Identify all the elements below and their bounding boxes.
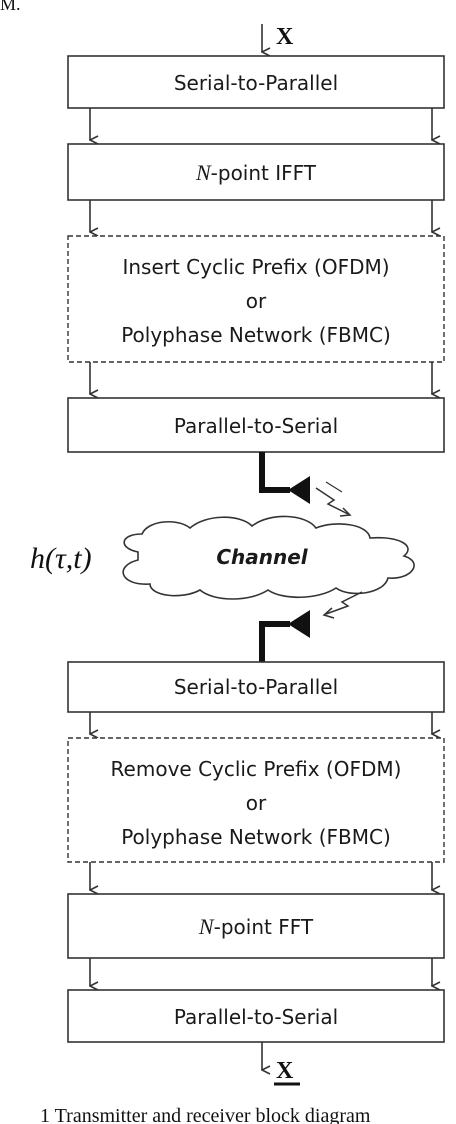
ifft-n-variable: N: [195, 160, 212, 185]
rx-parallel-arrows-2: [90, 862, 432, 890]
fft-block: N-point FFT: [67, 893, 445, 959]
ifft-label: -point IFFT: [211, 161, 317, 185]
fft-label: -point FFT: [214, 915, 314, 939]
insert-cp-line2: or: [246, 289, 267, 313]
caption-top-fragment: M.: [0, 0, 21, 14]
caption-bottom-fragment: 1 Transmitter and receiver block diagram: [40, 1105, 371, 1124]
channel-cloud-icon: [122, 515, 415, 600]
rx-serial-to-parallel-label: Serial-to-Parallel: [174, 675, 338, 699]
tx-parallel-arrows-1: [90, 108, 432, 140]
ifft-block: N-point IFFT: [67, 143, 445, 201]
tx-parallel-arrows-2: [90, 200, 432, 232]
tx-parallel-arrows-3: [90, 362, 432, 394]
rx-serial-to-parallel-block: Serial-to-Parallel: [67, 661, 445, 713]
insert-cyclic-prefix-block: Insert Cyclic Prefix (OFDM) or Polyphase…: [67, 235, 445, 363]
channel-label: Channel: [216, 545, 308, 569]
rx-parallel-to-serial-label: Parallel-to-Serial: [174, 1005, 338, 1029]
remove-cp-line1: Remove Cyclic Prefix (OFDM): [111, 757, 402, 781]
tx-serial-to-parallel-label: Serial-to-Parallel: [174, 71, 338, 95]
remove-cp-line2: or: [246, 791, 267, 815]
tx-parallel-to-serial-block: Parallel-to-Serial: [67, 397, 445, 453]
rx-parallel-arrows-1: [90, 712, 432, 734]
tx-parallel-to-serial-label: Parallel-to-Serial: [174, 414, 338, 438]
output-symbol: X: [276, 1058, 294, 1084]
remove-cyclic-prefix-block: Remove Cyclic Prefix (OFDM) or Polyphase…: [67, 737, 445, 863]
input-symbol: X: [276, 24, 294, 50]
rx-antenna-icon: [259, 591, 363, 662]
fft-n-variable: N: [198, 914, 215, 939]
channel-response-label: h(τ,t): [30, 542, 92, 575]
tx-serial-to-parallel-block: Serial-to-Parallel: [67, 55, 445, 109]
insert-cp-line1: Insert Cyclic Prefix (OFDM): [122, 255, 389, 279]
insert-cp-line3: Polyphase Network (FBMC): [121, 323, 391, 347]
rx-parallel-arrows-3: [90, 958, 432, 986]
svg-text:N-point IFFT: N-point IFFT: [195, 160, 317, 185]
svg-text:N-point FFT: N-point FFT: [198, 914, 314, 939]
remove-cp-line3: Polyphase Network (FBMC): [121, 825, 391, 849]
rx-parallel-to-serial-block: Parallel-to-Serial: [67, 989, 445, 1043]
tx-antenna-icon: [259, 452, 352, 517]
